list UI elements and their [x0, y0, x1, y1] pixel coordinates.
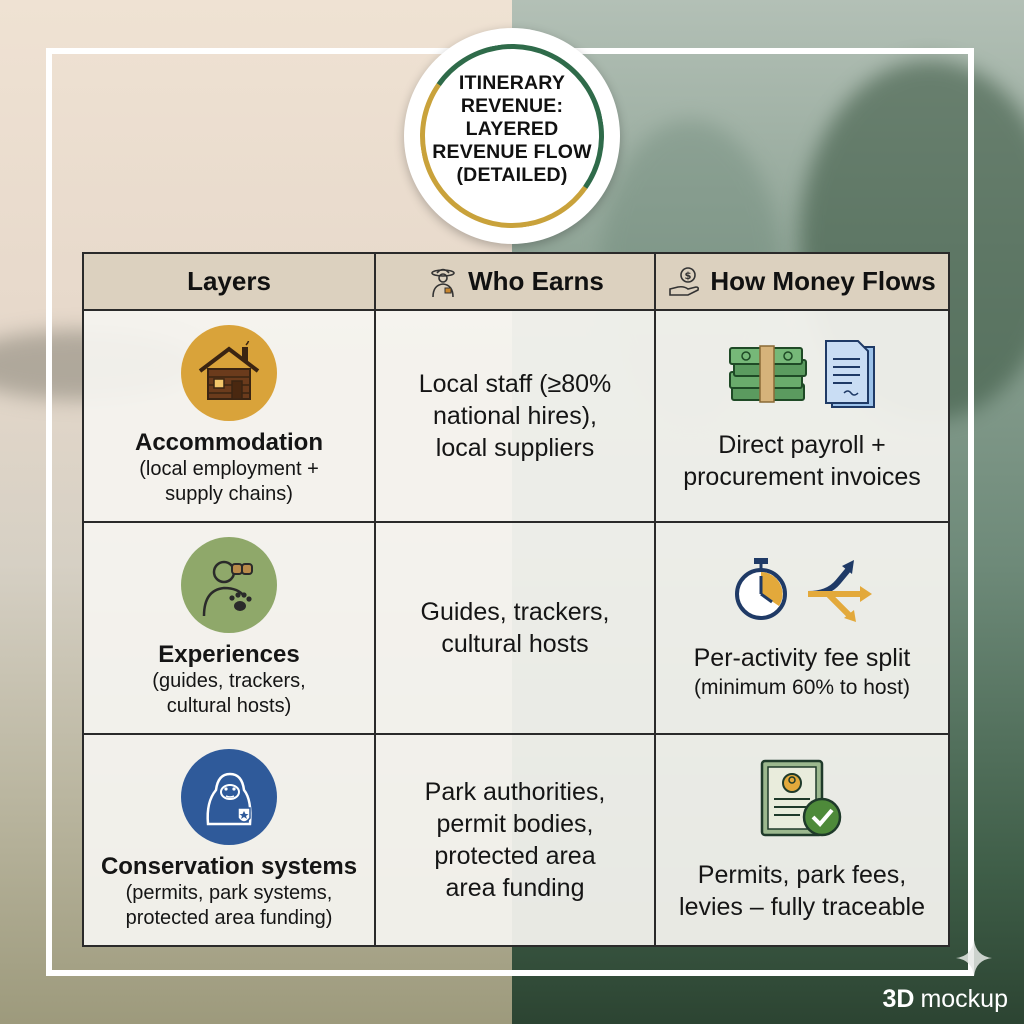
header-label: How Money Flows — [710, 266, 936, 296]
layer-cell-conservation: Conservation systems (permits, park syst… — [82, 733, 376, 947]
money-flow-line: levies – fully traceable — [679, 893, 925, 921]
layer-cell-accommodation: Accommodation (local employment + supply… — [82, 309, 376, 523]
page-title: ITINERARY REVENUE: LAYERED REVENUE FLOW … — [424, 72, 600, 187]
who-earns-line: local suppliers — [435, 434, 595, 462]
who-earns-line: cultural hosts — [441, 630, 589, 658]
brand-rest: mockup — [920, 985, 1008, 1013]
who-earns-cell: Guides, trackers, cultural hosts — [374, 521, 656, 735]
money-flow-line: Permits, park fees, — [697, 861, 907, 889]
header-how-money-flows: $ How Money Flows — [654, 252, 950, 311]
money-flow-line: Per-activity fee split — [693, 644, 911, 672]
layer-subtitle: (local employment + — [139, 458, 319, 480]
layer-subtitle: protected area funding) — [125, 907, 333, 929]
sparkle-icon — [956, 940, 992, 976]
cash-stack-icon — [729, 345, 807, 403]
split-arrows-icon — [807, 560, 872, 622]
who-earns-line: area funding — [445, 874, 585, 902]
title-line: REVENUE FLOW — [432, 141, 592, 163]
who-earns-line: protected area — [434, 842, 596, 870]
header-label: Layers — [187, 266, 271, 296]
money-flow-line: (minimum 60% to host) — [694, 676, 910, 699]
ranger-person-icon — [431, 268, 455, 297]
layer-title: Accommodation — [134, 429, 323, 456]
layer-cell-experiences: Experiences (guides, trackers, cultural … — [82, 521, 376, 735]
layer-title: Experiences — [158, 641, 300, 668]
money-flow-line: procurement invoices — [683, 463, 921, 491]
title-badge: ITINERARY REVENUE: LAYERED REVENUE FLOW … — [404, 28, 620, 244]
stopwatch-icon — [735, 558, 787, 620]
table-header-row: Layers Who Earns — [82, 252, 950, 311]
gorilla-badge-icon — [181, 749, 277, 845]
guide-binoculars-icon — [181, 537, 277, 633]
layer-subtitle: cultural hosts) — [166, 695, 292, 717]
hand-coin-icon: $ — [669, 266, 700, 296]
brand-bold: 3D — [882, 985, 915, 1013]
svg-text:$: $ — [685, 271, 692, 282]
who-earns-cell: Local staff (≥80% national hires), local… — [374, 309, 656, 523]
layer-subtitle: (guides, trackers, — [152, 670, 306, 692]
money-flow-cell: Permits, park fees, levies – fully trace… — [654, 733, 950, 947]
money-flow-cell: Per-activity fee split (minimum 60% to h… — [654, 521, 950, 735]
header-label: Who Earns — [468, 266, 604, 296]
who-earns-line: Guides, trackers, — [420, 598, 610, 626]
title-line: ITINERARY — [458, 72, 566, 94]
layer-title: Conservation systems — [100, 853, 358, 880]
who-earns-line: Park authorities, — [424, 778, 606, 806]
permit-check-icon — [760, 759, 842, 837]
who-earns-line: national hires), — [433, 402, 597, 430]
invoice-document-icon — [825, 340, 875, 408]
table-row: Accommodation (local employment + supply… — [82, 309, 950, 523]
title-line: REVENUE: — [460, 95, 564, 117]
layer-subtitle: (permits, park systems, — [125, 882, 333, 904]
header-layers: Layers — [82, 252, 376, 311]
money-flow-cell: Direct payroll + procurement invoices — [654, 309, 950, 523]
layer-subtitle: supply chains) — [165, 483, 293, 505]
who-earns-line: permit bodies, — [436, 810, 594, 838]
money-flow-line: Direct payroll + — [718, 431, 886, 459]
brand-watermark: 3D mockup — [882, 985, 1008, 1014]
revenue-table: Layers Who Earns — [82, 252, 950, 947]
lodge-icon — [181, 325, 277, 421]
title-line: LAYERED — [465, 118, 559, 140]
title-line: (DETAILED) — [456, 164, 568, 186]
who-earns-cell: Park authorities, permit bodies, protect… — [374, 733, 656, 947]
who-earns-line: Local staff (≥80% — [418, 370, 612, 398]
table-row: Experiences (guides, trackers, cultural … — [82, 521, 950, 735]
table-row: Conservation systems (permits, park syst… — [82, 733, 950, 947]
header-who-earns: Who Earns — [374, 252, 656, 311]
